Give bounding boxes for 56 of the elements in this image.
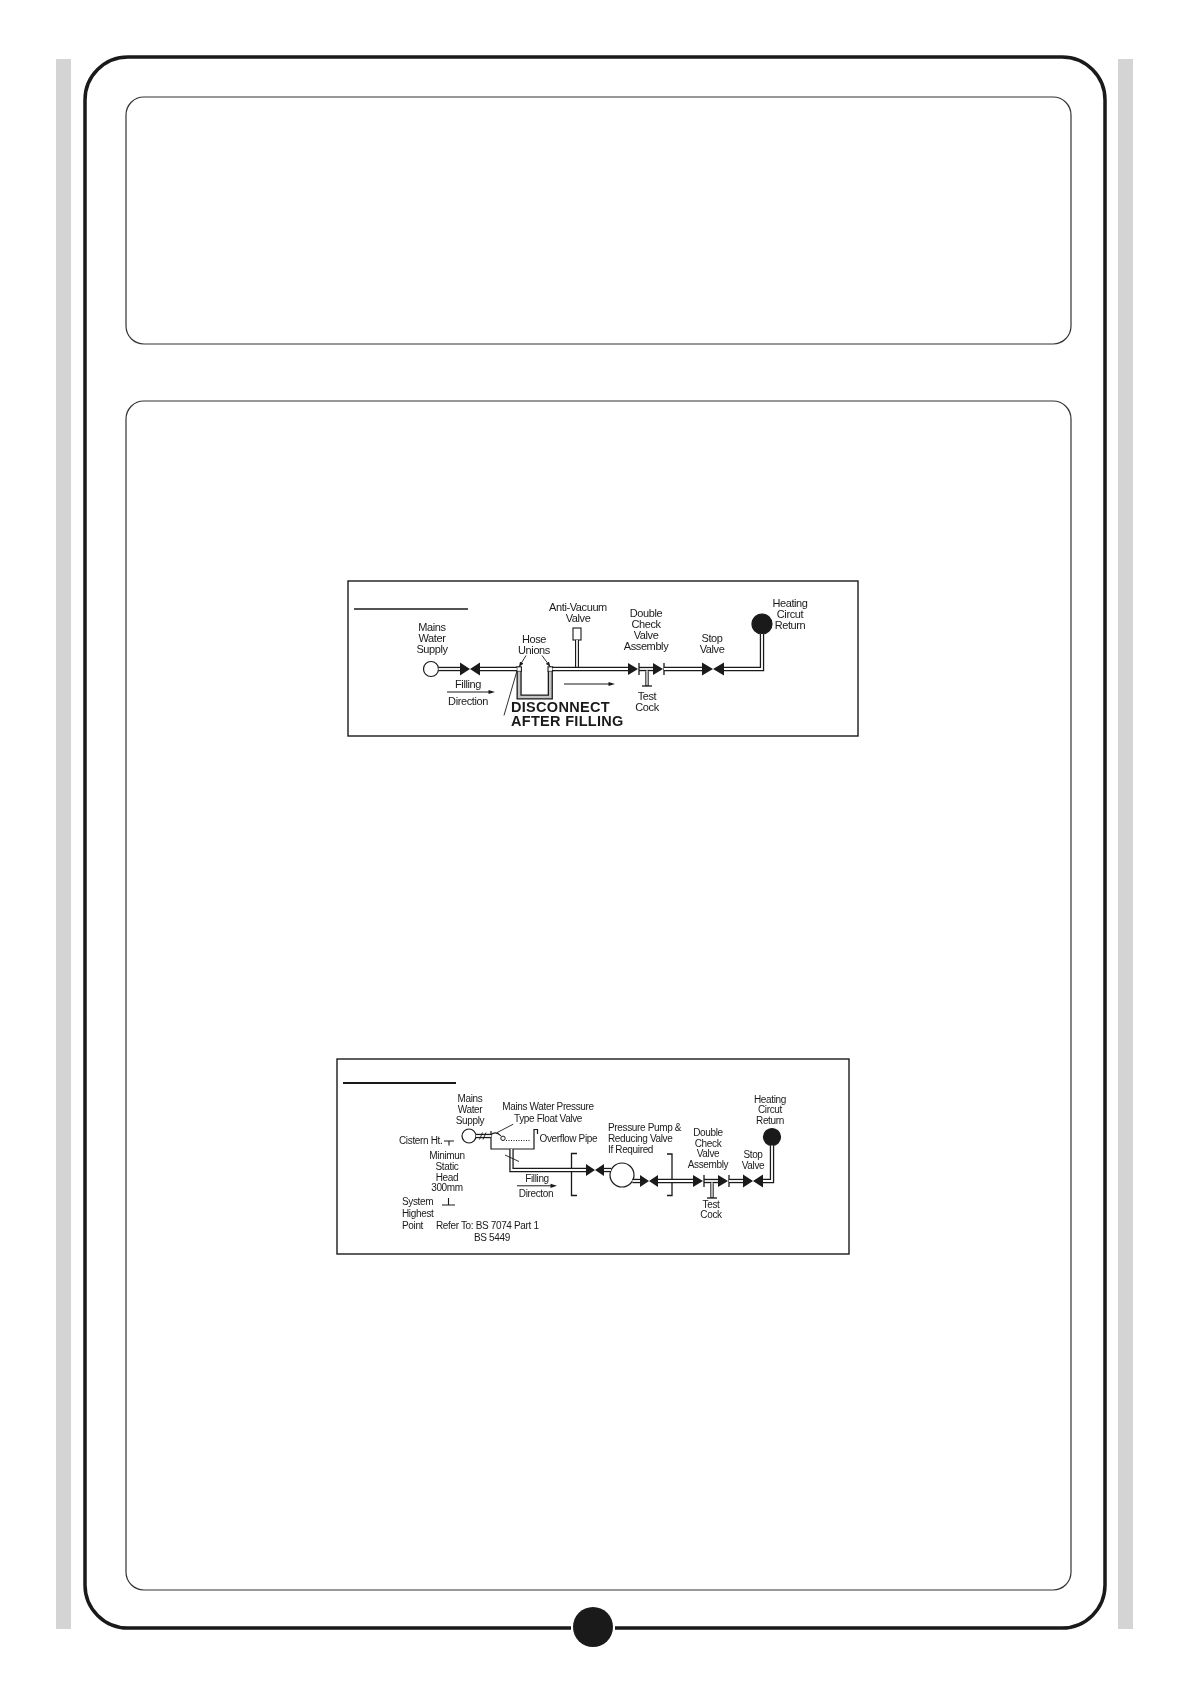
part-label: Stop Valve: [741, 1150, 765, 1172]
hose: [516, 671, 553, 700]
valve-symbol: [460, 662, 480, 676]
cistern-symbol: [490, 1128, 539, 1150]
pipe: [657, 1178, 694, 1184]
flow-direction-label: Directon: [518, 1188, 554, 1200]
part-label: Overflow Pipe: [539, 1132, 598, 1144]
part-label: Mains Water Supply: [455, 1092, 485, 1127]
stop-valve-symbol: [743, 1174, 763, 1188]
return-point-symbol: [762, 1127, 782, 1147]
leader-line: [496, 1123, 514, 1134]
pipe: [631, 1178, 641, 1184]
part-label: Double Check Valve Assembly: [623, 607, 669, 652]
pipe: [728, 1178, 744, 1184]
flow-direction-label: Direction: [448, 695, 488, 707]
float-valve-symbol: [490, 1132, 506, 1141]
supply-point-symbol: [461, 1128, 477, 1144]
stop-valve-symbol: [702, 662, 724, 676]
part-label: Stop Valve: [699, 632, 725, 655]
reference-note: Refer To: BS 7074 Part 1 BS 5449: [436, 1220, 539, 1244]
flow-direction-label: Filling: [455, 678, 481, 690]
pipe: [762, 1144, 775, 1184]
part-label: Heating Circut Return: [754, 1094, 786, 1127]
pipe: [437, 666, 461, 672]
pipe: [603, 1167, 613, 1173]
pipe: [663, 666, 703, 672]
note-text: Minimun Static Head 300mm: [429, 1151, 465, 1194]
part-label: Hose Unions: [518, 633, 550, 656]
hose-union: [547, 666, 554, 672]
anti-vacuum-valve-symbol: [572, 627, 582, 641]
check-valve-assembly-symbol: [693, 1174, 730, 1199]
part-label: Double Check Valve Assembly: [687, 1128, 729, 1171]
part-label: Test Cock: [635, 691, 659, 713]
pipe: [479, 666, 518, 672]
hose-union: [516, 666, 522, 672]
leader-line: [503, 670, 518, 716]
level-label: System Highest Point: [402, 1195, 434, 1233]
pipe: [475, 1132, 492, 1140]
valve-symbol: [586, 1164, 604, 1176]
valve-symbol: [640, 1175, 658, 1187]
supply-point-symbol: [422, 660, 440, 678]
part-label: Pressure Pump & Reducing Valve If Required: [608, 1122, 682, 1156]
part-label: Anti-Vacuum Valve: [549, 601, 607, 624]
warning-text: DISCONNECT AFTER FILLING: [504, 700, 624, 728]
pump-symbol: [609, 1162, 635, 1188]
flow-direction-label: Filling: [525, 1172, 549, 1184]
level-label: Cistern Ht.: [399, 1134, 443, 1146]
check-valve-assembly-symbol: [628, 662, 665, 687]
pipe: [723, 633, 765, 672]
part-label: Test Cock: [700, 1199, 722, 1222]
pipe: [504, 1148, 587, 1173]
pipe: [551, 666, 629, 672]
part-label: Mains Water Pressure Type Float Valve: [502, 1101, 594, 1125]
return-point-symbol: [751, 613, 773, 635]
part-label: Heating Circut Return: [772, 597, 808, 631]
part-label: Mains Water Supply: [416, 622, 448, 655]
